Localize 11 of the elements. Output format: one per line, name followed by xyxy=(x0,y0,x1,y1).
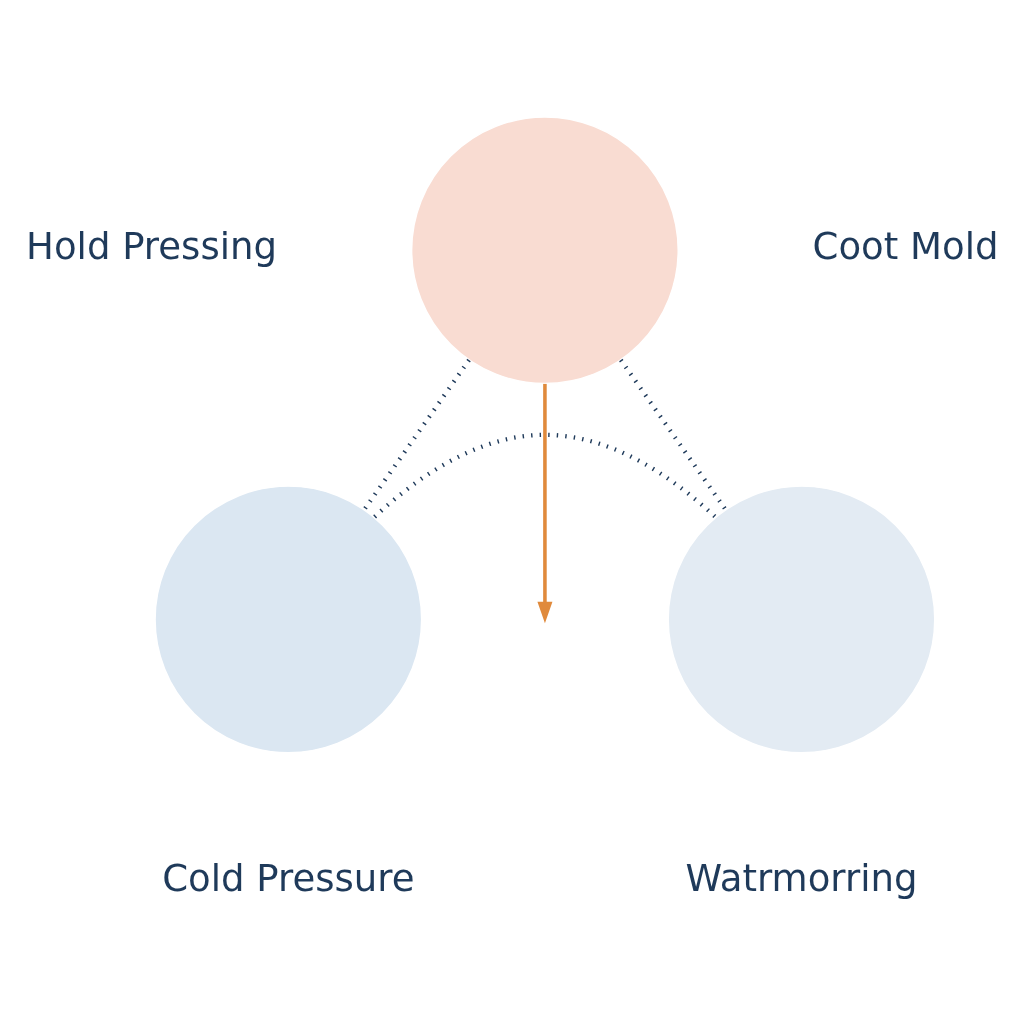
label: Coot Mold xyxy=(812,224,999,268)
connector xyxy=(618,358,727,510)
node-circle xyxy=(667,484,935,753)
label: Hold Pressing xyxy=(25,224,277,268)
connector xyxy=(362,358,471,510)
connector xyxy=(372,432,717,518)
node-circle xyxy=(410,115,679,384)
node-label: Cold Pressure xyxy=(161,856,415,900)
node-label: Watrmorring xyxy=(685,856,917,900)
node-circle xyxy=(153,484,422,753)
arrow xyxy=(536,383,552,623)
